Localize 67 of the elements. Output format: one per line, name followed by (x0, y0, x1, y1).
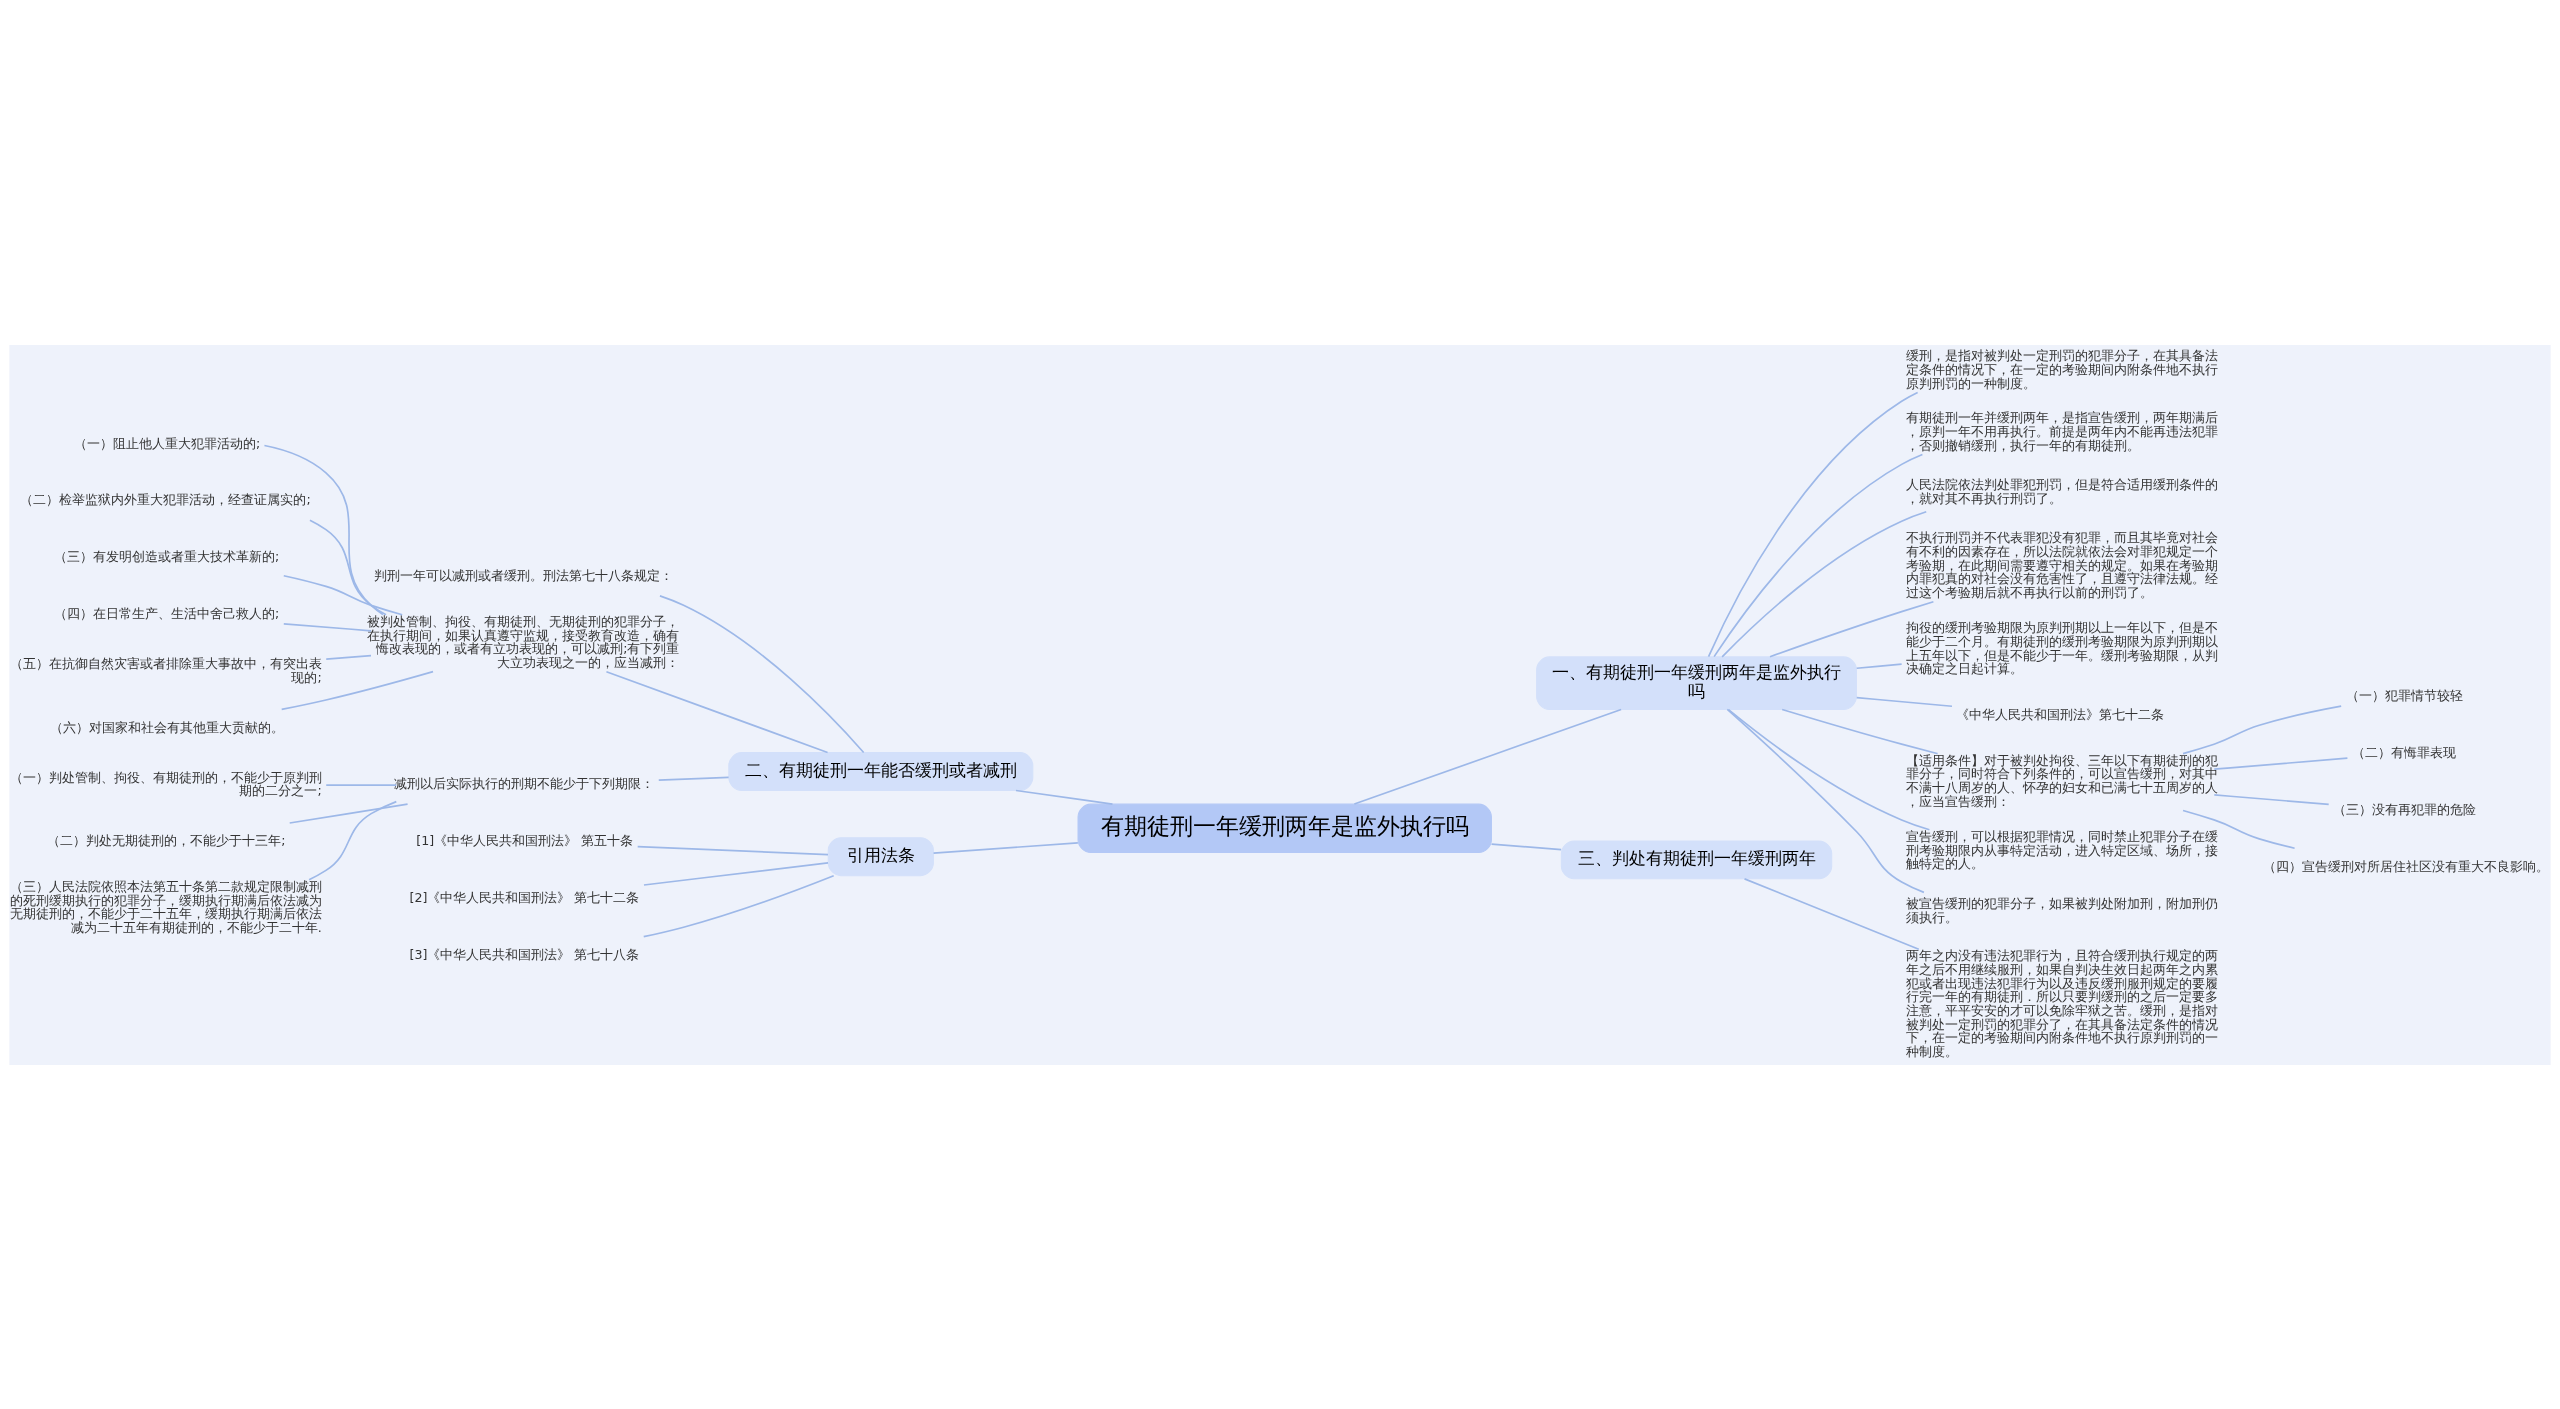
connector (1781, 708, 1939, 754)
connector (1721, 510, 1928, 658)
connector (1707, 391, 1919, 657)
node-text: （四）宣告缓刑对所居住社区没有重大不良影响。 (2263, 858, 2550, 874)
connector (325, 654, 372, 660)
node-text: （一）阻止他人重大犯罪活动的; (73, 435, 261, 451)
node-text: 人民法院依法判处罪犯刑罚，但是符合适用缓刑条件的，就对其不再执行刑罚了。 (1905, 476, 2218, 506)
node-text: 被宣告缓刑的犯罪分子，如果被判处附加刑，附加刑仍须执行。 (1905, 895, 2218, 925)
connector (280, 670, 434, 710)
connector (642, 874, 835, 937)
node-text: 判刑一年可以减刑或者缓刑。刑法第七十八条规定： (374, 567, 674, 583)
connector (932, 841, 1079, 854)
node-text: （三）人民法院依照本法第五十条第二款规定限制减刑的死刑缓期执行的犯罪分子，缓期执行期满后依法减为无期徒刑的，不能少于二十五年，缓期执行期满后依法减为二十五年有期徒刑的，不能少于二十年. (9, 878, 322, 935)
node-text: 宣告缓刑，可以根据犯罪情况，同时禁止犯罪分子在缓刑考验期限内从事特定活动，进入特定区域、场所，接触特定的人。 (1905, 828, 2218, 871)
node-box: 三、判处有期徒刑一年缓刑两年 (1560, 839, 1833, 879)
connector (2213, 756, 2349, 770)
node-text: （五）在抗御自然灾害或者排除重大事故中，有突出表现的; (9, 655, 322, 685)
node-text: [2]《中华人民共和国刑法》 第七十二条 (409, 889, 640, 905)
connector (1015, 789, 1114, 805)
node-text: 《中华人民共和国刑法》第七十二条 (1956, 706, 2165, 722)
node-text: （四）在日常生产、生活中舍己救人的; (53, 605, 280, 621)
connector (659, 594, 865, 753)
connector (636, 845, 829, 855)
connector (2182, 704, 2342, 754)
node-box: 有期徒刑一年缓刑两年是监外执行吗 (1077, 803, 1492, 853)
connector (263, 444, 384, 615)
connector (1855, 696, 1953, 707)
connector (605, 670, 829, 753)
node-text: 有期徒刑一年并缓刑两年，是指宣告缓刑，两年期满后，原判一年不用再执行。前提是两年内不能再违法犯罪，否则撤销缓刑，执行一年的有期徒刑。 (1905, 409, 2218, 453)
node-box: 一、有期徒刑一年缓刑两年是监外执行吗 (1536, 655, 1857, 710)
node-box: 引用法条 (827, 836, 934, 876)
connector (282, 622, 372, 632)
node-text: （二）检举监狱内外重大犯罪活动，经查证属实的; (20, 491, 311, 507)
connector (1855, 662, 1903, 669)
connector (1490, 842, 1562, 850)
node-text: 拘役的缓刑考验期限为原判刑期以上一年以下，但是不能少于二个月。有期徒刑的缓刑考验期限为原判刑期以上五年以下，但是不能少于一年。缓刑考验期限，从判决确定之日起计算。 (1905, 619, 2218, 676)
connector (2182, 809, 2296, 849)
connector (1769, 600, 1935, 658)
connector (643, 861, 829, 886)
connector (2213, 793, 2330, 805)
node-text: 被判处管制、拘役、有期徒刑、无期徒刑的犯罪分子，在执行期间，如果认真遵守监规，接受教育改造，确有悔改表现的，或者有立功表现的，可以减刑;有下列重大立功表现之一的，应当减刑： (367, 613, 680, 670)
node-text: 缓刑，是指对被判处一定刑罚的犯罪分子，在其具备法定条件的情况下，在一定的考验期间内附条件地不执行原判刑罚的一种制度。 (1905, 347, 2218, 391)
node-text: [1]《中华人民共和国刑法》 第五十条 (416, 832, 634, 848)
node-text: （三）没有再犯罪的危险 (2332, 801, 2476, 817)
connector (1713, 453, 1924, 657)
node-text: 不执行刑罚并不代表罪犯没有犯罪，而且其毕竟对社会有不利的因素存在，所以法院就依法会对罪犯规定一个考验期，在此期间需要遵守相关的规定。如果在考验期内罪犯真的对社会没有危害性了，且遵守法律法规。经过这个考验期后就不再执行以前的刑罚了。 (1905, 529, 2218, 600)
connector (288, 802, 409, 824)
connector (1353, 708, 1622, 805)
node-text: （三）有发明创造或者重大技术革新的; (53, 548, 280, 564)
node-text: 减刑以后实际执行的刑期不能少于下列期限： (394, 775, 655, 791)
node-text: （六）对国家和社会有其他重大贡献的。 (49, 719, 284, 735)
connector (309, 518, 387, 616)
node-text: （一）判处管制、拘役、有期徒刑的，不能少于原判刑期的二分之一; (9, 769, 322, 798)
connector (325, 783, 398, 786)
connector (1727, 708, 1931, 831)
node-text: [3]《中华人民共和国刑法》 第七十八条 (409, 946, 640, 962)
connector (1743, 877, 1920, 950)
node-text: 两年之内没有违法犯罪行为，且符合缓刑执行规定的两年之后不用继续服刑，如果自判决生效日起两年之内累犯或者出现违法犯罪行为以及违反缓刑服刑规定的要履行完一年的有期徒刑．所以只要判缓刑的之后一定要多注意，平平安安的才可以免除牢狱之苦。缓刑，是指对被判处一定刑罚的犯罪分了，在其具备法定条件的情况下，在一定的考验期间内附条件地不执行原判刑罚的一种制度。 (1905, 947, 2218, 1059)
node-text: 【适用条件】对于被判处拘役、三年以下有期徒刑的犯罪分子，同时符合下列条件的，可以宣告缓刑，对其中不满十八周岁的人、怀孕的妇女和已满七十五周岁的人，应当宣告缓刑： (1905, 752, 2218, 809)
connector (308, 800, 398, 881)
connector (657, 776, 730, 781)
node-text: （一）犯罪情节较轻 (2345, 687, 2463, 703)
node-text: （二）判处无期徒刑的，不能少于十三年; (47, 832, 286, 848)
connector (1726, 708, 1925, 893)
node-text: （二）有悔罪表现 (2351, 744, 2456, 760)
node-box: 二、有期徒刑一年能否缓刑或者减刑 (728, 751, 1034, 791)
connector (282, 574, 404, 616)
